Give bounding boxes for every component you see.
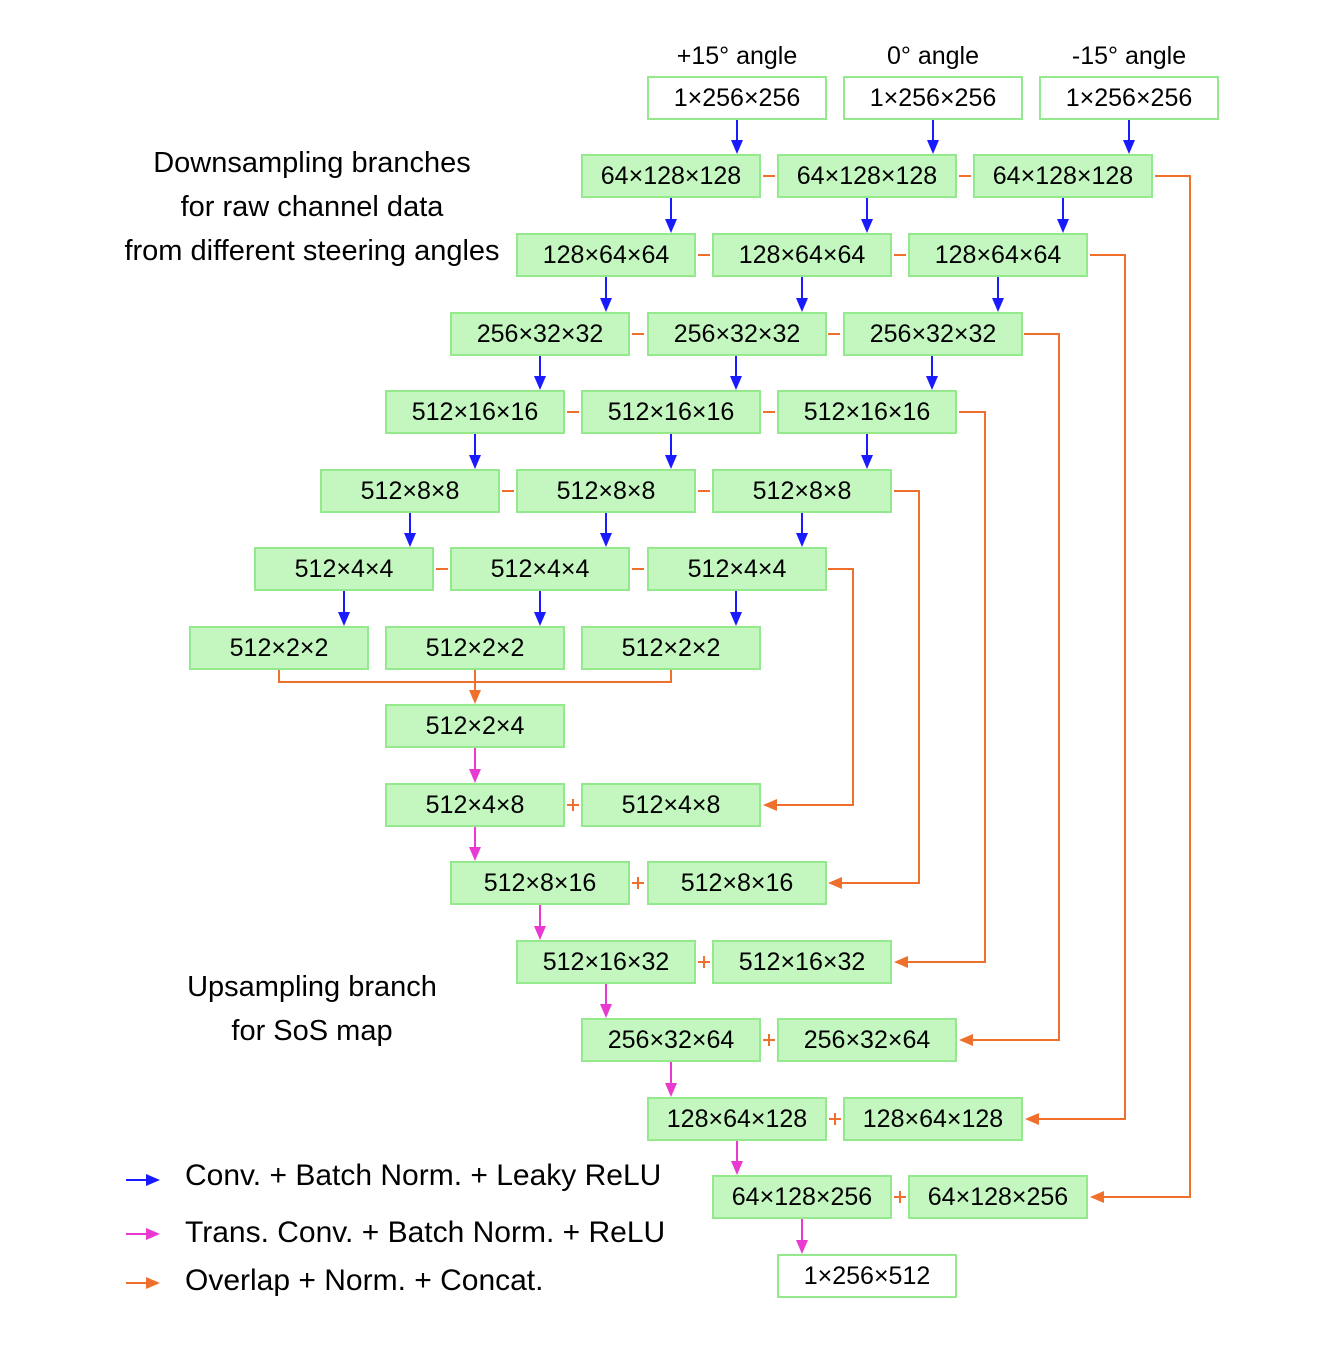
conv-arrow-input-c1-head <box>731 140 743 154</box>
down-box-r5-c3: 512×8×8 <box>712 469 892 513</box>
down-box-r5-c2: 512×8×8 <box>516 469 696 513</box>
skip-connection-3 <box>971 333 1060 1041</box>
merge-arrow-head <box>469 690 481 704</box>
merged-box: 512×2×4 <box>385 704 565 748</box>
angle-header-0: 0° angle <box>886 42 980 70</box>
down-box-r4-c2: 512×16×16 <box>581 390 761 434</box>
legend-label-transconv: Trans. Conv. + Batch Norm. + ReLU <box>185 1216 666 1249</box>
transconv-arrow-4-head <box>665 1083 677 1097</box>
transconv-arrow-2-head <box>534 926 546 940</box>
up-box-r5-main: 128×64×128 <box>647 1097 827 1141</box>
up-box-r6-main: 64×128×256 <box>712 1175 892 1219</box>
up-box-r3-skip: 512×16×32 <box>712 940 892 984</box>
conv-arrow-r1-c1-head <box>665 219 677 233</box>
conv-arrow-r6-c3-head <box>730 612 742 626</box>
down-box-r3-c2: 256×32×32 <box>647 312 827 356</box>
down-box-r2-c3: 128×64×64 <box>908 233 1088 277</box>
up-box-r4-main: 256×32×64 <box>581 1018 761 1062</box>
up-box-r2-main: 512×8×16 <box>450 861 630 905</box>
down-box-r3-c3: 256×32×32 <box>843 312 1023 356</box>
down-box-r7-c1: 512×2×2 <box>189 626 369 670</box>
downsampling-title-line2: for raw channel data <box>180 191 444 223</box>
conv-arrow-r5-c1-head <box>404 533 416 547</box>
conv-arrow-r6-c1-head <box>338 612 350 626</box>
skip-connection-head-6 <box>763 799 777 811</box>
input-box-minus15: 1×256×256 <box>1039 76 1219 120</box>
skip-connection-head-1 <box>1090 1191 1104 1203</box>
downsampling-title-line3: from different steering angles <box>124 235 500 267</box>
skip-connection-5 <box>840 490 920 884</box>
legend-arrow-transconv-icon <box>146 1228 160 1240</box>
up-box-r1-main: 512×4×8 <box>385 783 565 827</box>
transconv-arrow-1-head <box>469 847 481 861</box>
skip-connection-head-3 <box>959 1034 973 1046</box>
skip-connection-4 <box>906 411 986 963</box>
skip-connection-head-2 <box>1025 1113 1039 1125</box>
legend-label-concat: Overlap + Norm. + Concat. <box>185 1264 544 1297</box>
skip-connection-6 <box>775 568 854 806</box>
conv-arrow-r2-c3-head <box>992 298 1004 312</box>
conv-arrow-r1-c2-head <box>861 219 873 233</box>
down-box-r6-c2: 512×4×4 <box>450 547 630 591</box>
conv-arrow-r3-c2-head <box>730 376 742 390</box>
legend-label-conv: Conv. + Batch Norm. + Leaky ReLU <box>185 1159 662 1192</box>
down-box-r1-c3: 64×128×128 <box>973 154 1153 198</box>
down-box-r4-c1: 512×16×16 <box>385 390 565 434</box>
down-box-r6-c3: 512×4×4 <box>647 547 827 591</box>
down-box-r1-c2: 64×128×128 <box>777 154 957 198</box>
down-box-r3-c1: 256×32×32 <box>450 312 630 356</box>
output-box: 1×256×512 <box>777 1254 957 1298</box>
input-box-plus15: 1×256×256 <box>647 76 827 120</box>
input-box-0: 1×256×256 <box>843 76 1023 120</box>
conv-arrow-r3-c3-head <box>926 376 938 390</box>
down-box-r2-c2: 128×64×64 <box>712 233 892 277</box>
up-box-r2-skip: 512×8×16 <box>647 861 827 905</box>
conv-arrow-r1-c3-head <box>1057 219 1069 233</box>
skip-connection-1 <box>1102 175 1191 1198</box>
conv-arrow-r2-c1-head <box>600 298 612 312</box>
down-box-r5-c1: 512×8×8 <box>320 469 500 513</box>
downsampling-title: Downsampling branches for raw channel da… <box>112 141 512 273</box>
down-box-r7-c3: 512×2×2 <box>581 626 761 670</box>
conv-arrow-r4-c3-head <box>861 455 873 469</box>
up-box-r3-main: 512×16×32 <box>516 940 696 984</box>
conv-arrow-r4-c2-head <box>665 455 677 469</box>
upsampling-title-line1: Upsampling branch <box>187 971 437 1003</box>
up-box-r1-skip: 512×4×8 <box>581 783 761 827</box>
down-box-r6-c1: 512×4×4 <box>254 547 434 591</box>
up-box-r5-skip: 128×64×128 <box>843 1097 1023 1141</box>
transconv-arrow-5-head <box>731 1161 743 1175</box>
down-box-r4-c3: 512×16×16 <box>777 390 957 434</box>
skip-connection-head-4 <box>894 956 908 968</box>
conv-arrow-r2-c2-head <box>796 298 808 312</box>
up-box-r6-skip: 64×128×256 <box>908 1175 1088 1219</box>
angle-header-plus15: +15° angle <box>676 42 798 70</box>
upsampling-title-line2: for SoS map <box>231 1015 393 1047</box>
down-box-r2-c1: 128×64×64 <box>516 233 696 277</box>
upsampling-title: Upsampling branch for SoS map <box>162 965 462 1053</box>
legend-arrow-concat-icon <box>146 1277 160 1289</box>
conv-arrow-input-c3-head <box>1123 140 1135 154</box>
transconv-arrow-3-head <box>600 1004 612 1018</box>
downsampling-title-line1: Downsampling branches <box>153 147 471 179</box>
down-box-r1-c1: 64×128×128 <box>581 154 761 198</box>
transconv-arrow-output-head <box>796 1240 808 1254</box>
skip-connection-head-5 <box>828 877 842 889</box>
down-box-r7-c2: 512×2×2 <box>385 626 565 670</box>
up-box-r4-skip: 256×32×64 <box>777 1018 957 1062</box>
skip-connection-2 <box>1037 254 1126 1120</box>
transconv-arrow-0-head <box>469 769 481 783</box>
legend-arrow-conv-icon <box>146 1174 160 1186</box>
conv-arrow-r6-c2-head <box>534 612 546 626</box>
conv-arrow-r4-c1-head <box>469 455 481 469</box>
angle-header-minus15: -15° angle <box>1071 42 1187 70</box>
conv-arrow-r5-c3-head <box>796 533 808 547</box>
conv-arrow-input-c2-head <box>927 140 939 154</box>
conv-arrow-r3-c1-head <box>534 376 546 390</box>
conv-arrow-r5-c2-head <box>600 533 612 547</box>
